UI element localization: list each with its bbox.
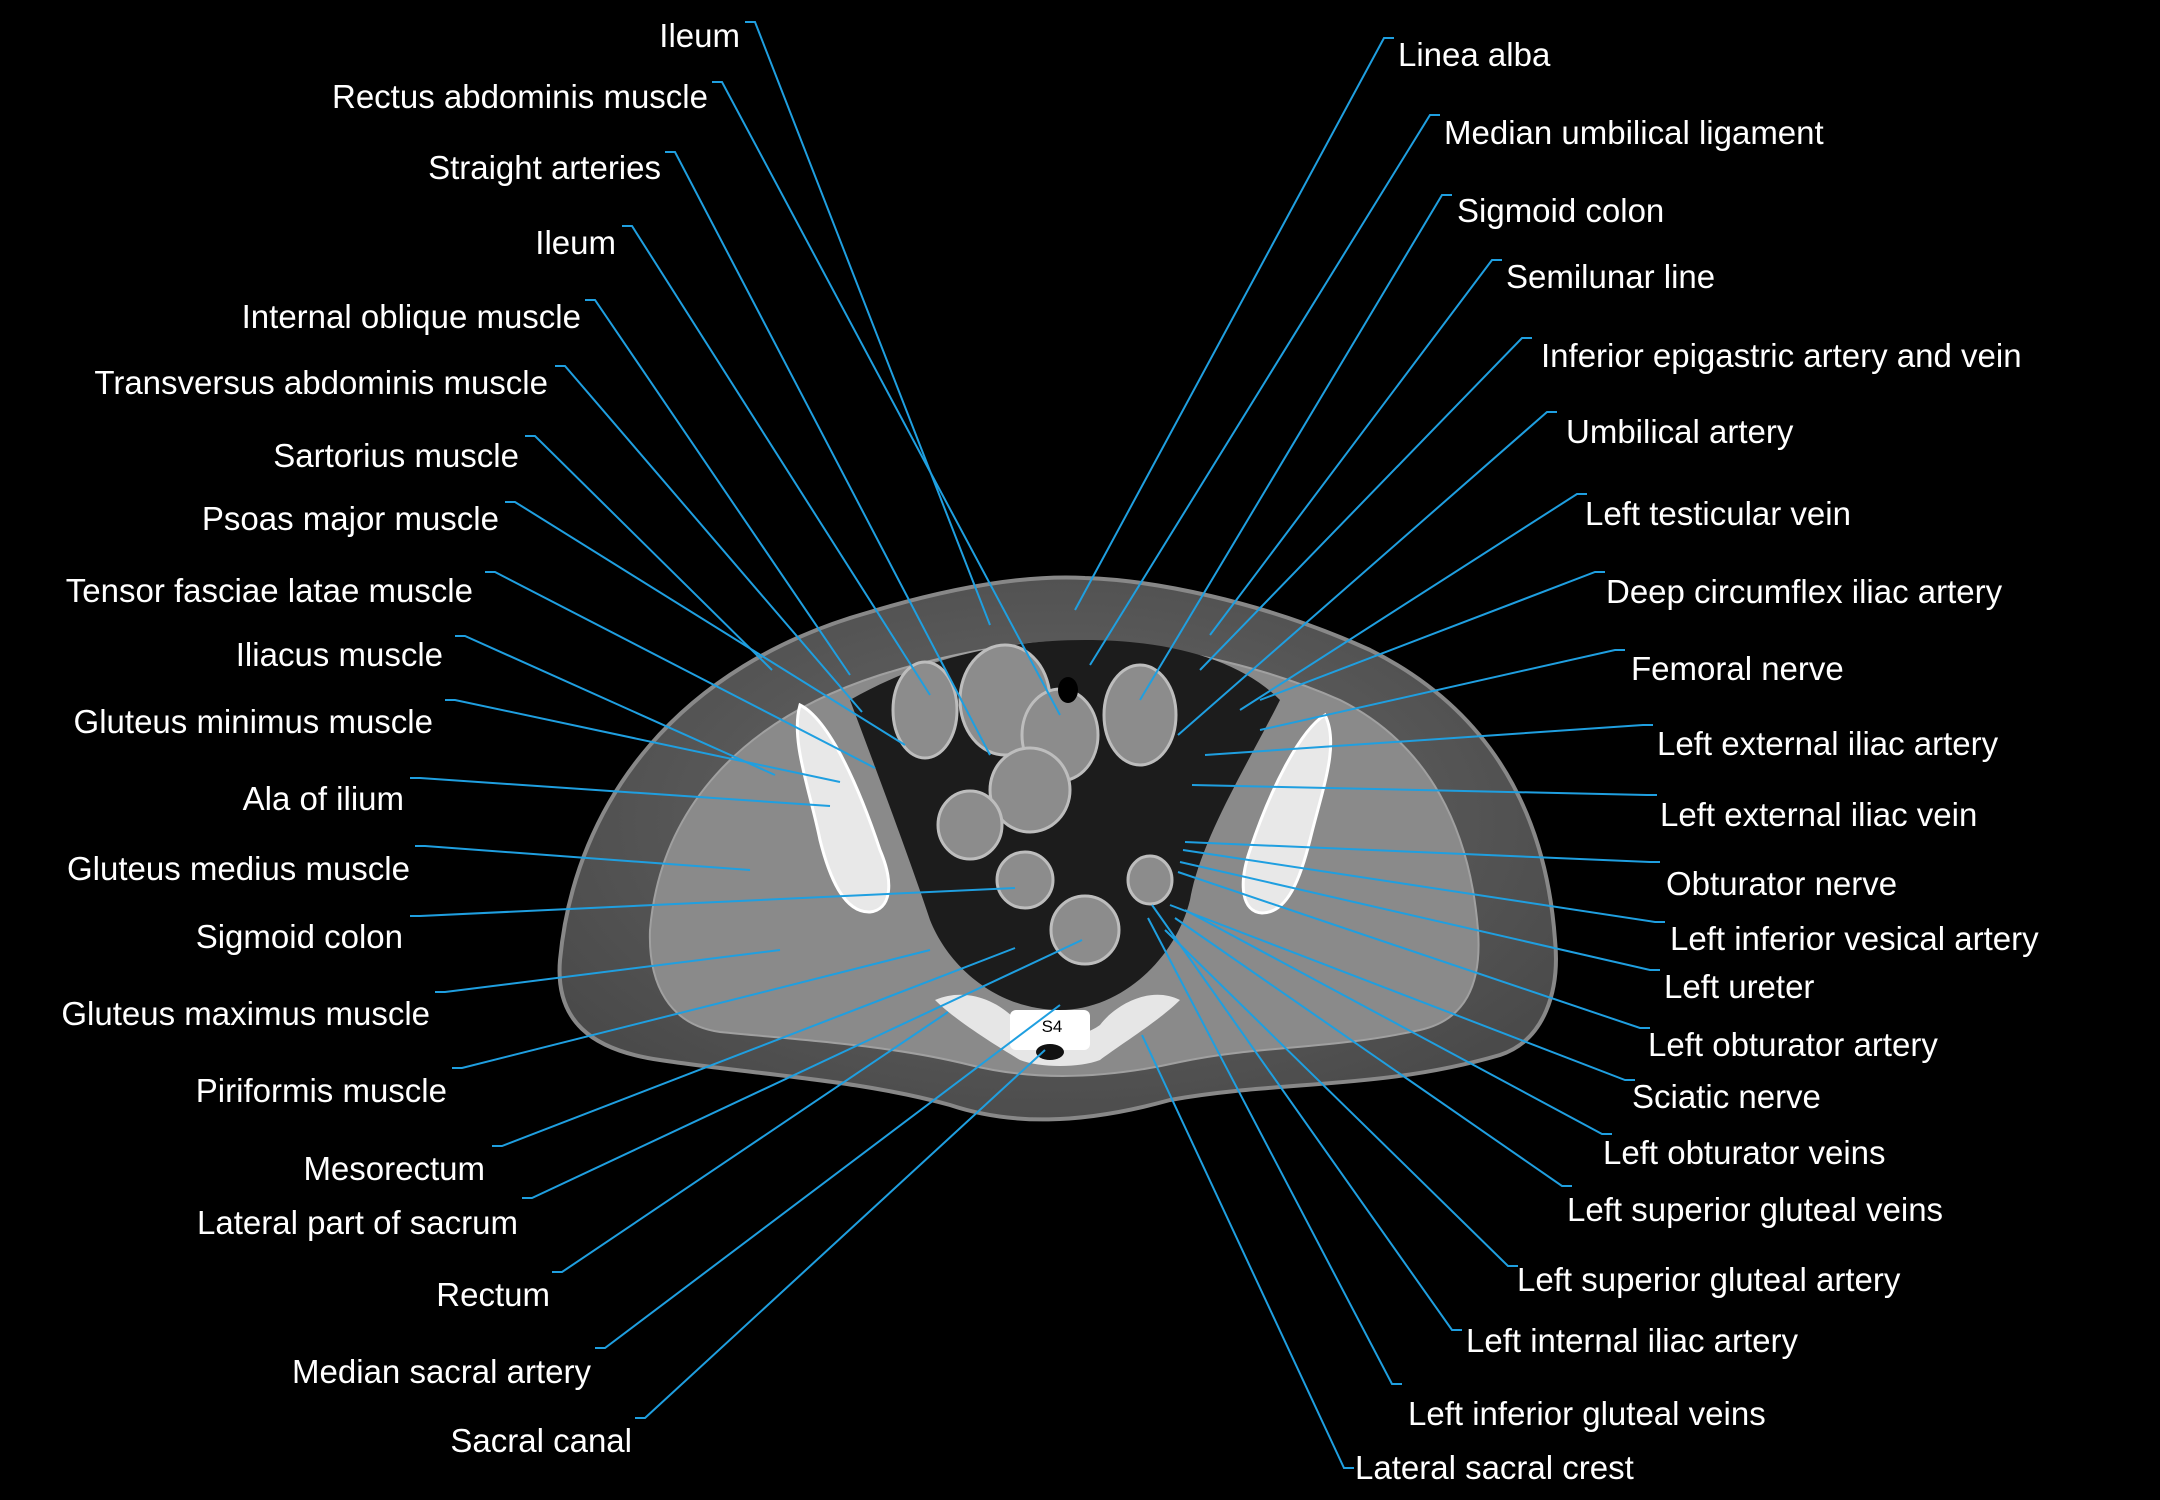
structure-label: Straight arteries bbox=[428, 149, 661, 186]
right-label-column: Linea alba Median umbilical ligament Sig… bbox=[1355, 36, 2039, 1486]
structure-label: Median umbilical ligament bbox=[1444, 114, 1824, 151]
leader-line bbox=[1182, 849, 1665, 923]
structure-label: Left external iliac artery bbox=[1657, 725, 1999, 762]
structure-label: Median sacral artery bbox=[292, 1353, 591, 1390]
structure-label: Ileum bbox=[659, 17, 740, 54]
leader-line bbox=[485, 571, 876, 769]
structure-label: Ileum bbox=[535, 224, 616, 261]
structure-label: Left obturator artery bbox=[1648, 1026, 1938, 1063]
structure-label: Left inferior vesical artery bbox=[1670, 920, 2039, 957]
leader-line bbox=[745, 21, 991, 626]
structure-label: Psoas major muscle bbox=[202, 500, 499, 537]
leader-line bbox=[455, 635, 776, 776]
leader-line bbox=[505, 501, 906, 746]
structure-label: Inferior epigastric artery and vein bbox=[1541, 337, 2022, 374]
leader-line bbox=[435, 949, 781, 993]
leader-line bbox=[525, 435, 773, 671]
leader-line bbox=[1177, 411, 1557, 736]
leader-line bbox=[1151, 904, 1462, 1331]
leader-line bbox=[492, 947, 1016, 1147]
structure-label: Sigmoid colon bbox=[1457, 192, 1664, 229]
leader-line bbox=[712, 81, 1061, 716]
structure-label: Lateral sacral crest bbox=[1355, 1449, 1634, 1486]
leader-line bbox=[1141, 1034, 1354, 1469]
leader-line bbox=[1259, 571, 1605, 701]
structure-label: Left inferior gluteal veins bbox=[1408, 1395, 1766, 1432]
leader-line bbox=[1174, 917, 1572, 1187]
structure-label: Sciatic nerve bbox=[1632, 1078, 1821, 1115]
structure-label: Gluteus medius muscle bbox=[67, 850, 410, 887]
structure-label: Obturator nerve bbox=[1666, 865, 1897, 902]
leader-line bbox=[665, 151, 991, 756]
structure-label: Lateral part of sacrum bbox=[197, 1204, 518, 1241]
leader-line bbox=[1139, 194, 1452, 701]
leader-line bbox=[1177, 871, 1650, 1029]
leader-lines bbox=[410, 21, 1665, 1469]
structure-label: Sigmoid colon bbox=[196, 918, 403, 955]
leader-line bbox=[595, 1004, 1061, 1349]
structure-label: Ala of ilium bbox=[243, 780, 404, 817]
structure-label: Left superior gluteal veins bbox=[1567, 1191, 1943, 1228]
leader-line bbox=[552, 1011, 949, 1273]
leader-line bbox=[585, 299, 851, 676]
sacral-canal bbox=[1036, 1044, 1064, 1060]
structure-label: Piriformis muscle bbox=[196, 1072, 447, 1109]
leader-line bbox=[1191, 784, 1657, 796]
leader-line bbox=[452, 949, 931, 1069]
structure-label: Tensor fasciae latae muscle bbox=[66, 572, 473, 609]
leader-line bbox=[1164, 929, 1518, 1267]
sacrum bbox=[935, 994, 1180, 1066]
right-iliac-bone bbox=[795, 702, 891, 914]
leader-line bbox=[410, 887, 1016, 917]
structure-label: Linea alba bbox=[1398, 36, 1551, 73]
leader-line bbox=[1199, 337, 1532, 671]
leader-line bbox=[1209, 259, 1502, 636]
structure-label: Left internal iliac artery bbox=[1466, 1322, 1798, 1359]
leader-line bbox=[415, 845, 751, 871]
structure-label: Femoral nerve bbox=[1631, 650, 1844, 687]
structure-label: Iliacus muscle bbox=[236, 636, 443, 673]
structure-label: Mesorectum bbox=[303, 1150, 485, 1187]
structure-label: Left superior gluteal artery bbox=[1517, 1261, 1901, 1298]
structure-label: Transversus abdominis muscle bbox=[94, 364, 548, 401]
structure-label: Gluteus minimus muscle bbox=[74, 703, 433, 740]
leader-line bbox=[1179, 861, 1660, 971]
structure-label: Rectum bbox=[436, 1276, 550, 1313]
bowel-loops bbox=[891, 643, 1178, 966]
leader-line bbox=[522, 939, 1083, 1199]
leader-line bbox=[622, 225, 931, 696]
sacral-body bbox=[1010, 1010, 1090, 1050]
leader-line bbox=[1147, 917, 1402, 1385]
structure-label: Rectus abdominis muscle bbox=[332, 78, 708, 115]
structure-label: Gluteus maximus muscle bbox=[61, 995, 430, 1032]
leader-line bbox=[1074, 37, 1394, 611]
leader-line bbox=[1259, 649, 1625, 731]
leader-line bbox=[555, 365, 863, 713]
structure-label: Semilunar line bbox=[1506, 258, 1715, 295]
leader-line bbox=[1089, 114, 1440, 666]
leader-line bbox=[445, 699, 841, 783]
leader-line bbox=[635, 1049, 1046, 1419]
vertebra-level-label: S4 bbox=[1042, 1017, 1063, 1036]
leader-line bbox=[1204, 724, 1653, 756]
structure-label: Umbilical artery bbox=[1566, 413, 1794, 450]
left-label-column: Ileum Rectus abdominis muscle Straight a… bbox=[61, 17, 740, 1459]
gas-bubble bbox=[1058, 677, 1078, 703]
structure-label: Left ureter bbox=[1664, 968, 1814, 1005]
structure-label: Sartorius muscle bbox=[273, 437, 519, 474]
structure-label: Internal oblique muscle bbox=[242, 298, 581, 335]
leader-line bbox=[1184, 909, 1612, 1135]
leader-line bbox=[1239, 493, 1587, 711]
structure-label: Sacral canal bbox=[450, 1422, 632, 1459]
leader-line bbox=[410, 777, 831, 807]
structure-label: Left testicular vein bbox=[1585, 495, 1851, 532]
leader-line bbox=[1184, 841, 1660, 863]
structure-label: Left obturator veins bbox=[1603, 1134, 1886, 1171]
structure-label: Deep circumflex iliac artery bbox=[1606, 573, 2003, 610]
leader-line bbox=[1169, 904, 1635, 1081]
structure-label: Left external iliac vein bbox=[1660, 796, 1977, 833]
